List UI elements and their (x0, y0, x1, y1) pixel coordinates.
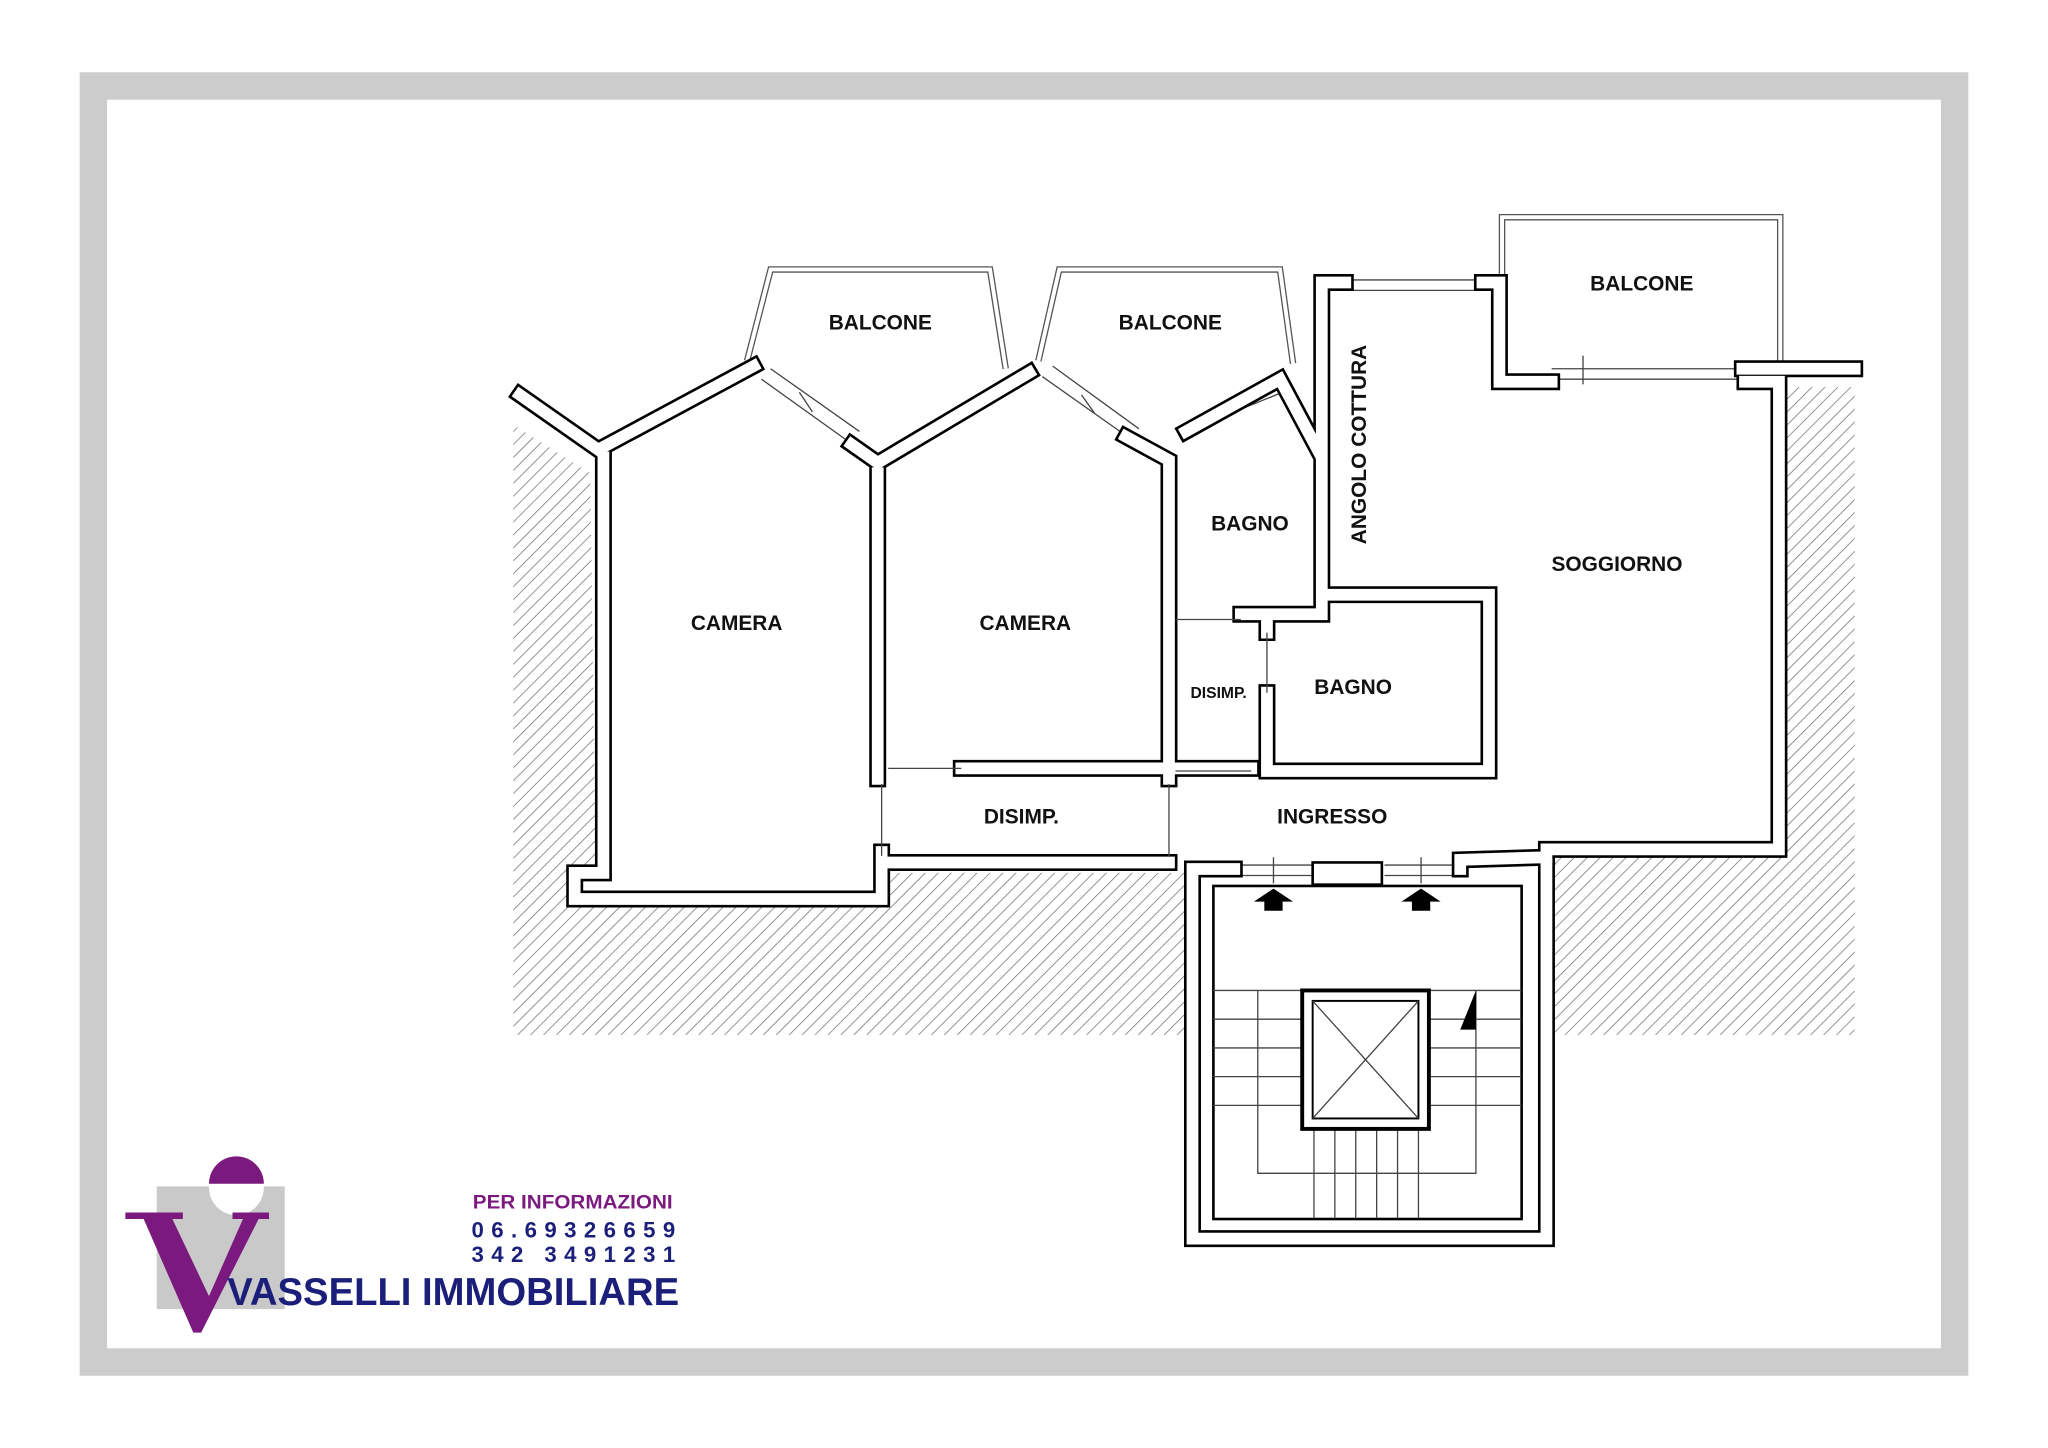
room-label-camera-2: CAMERA (979, 612, 1071, 635)
room-label-bagno-1: BAGNO (1211, 513, 1289, 536)
room-label-soggiorno: SOGGIORNO (1551, 553, 1682, 576)
hatched-exterior (513, 387, 1855, 1035)
walls (508, 274, 1864, 1248)
phone-landline: 06.69326659 (472, 1217, 676, 1242)
room-label-camera-1: CAMERA (691, 612, 783, 635)
windows (761, 279, 1740, 886)
room-label-ingresso: INGRESSO (1277, 805, 1387, 828)
room-label-balcone-1: BALCONE (829, 312, 932, 335)
phone-mobile: 342 3491231 (472, 1242, 676, 1267)
room-label-angolo-cottura: ANGOLO COTTURA (1348, 345, 1371, 544)
agency-name: VASSELLI IMMOBILIARE (227, 1271, 679, 1314)
balconies (743, 213, 1784, 370)
entrance-arrow-icon (1401, 888, 1441, 911)
room-label-bagno-2: BAGNO (1314, 676, 1392, 699)
room-label-disimp-1: DISIMP. (1190, 685, 1246, 702)
sheet (107, 99, 1941, 1349)
entrance-arrow-icon (1253, 888, 1294, 911)
room-label-balcone-3: BALCONE (1590, 272, 1693, 295)
room-label-balcone-2: BALCONE (1119, 312, 1222, 335)
info-label: PER INFORMAZIONI (473, 1192, 673, 1214)
room-label-disimp-2: DISIMP. (984, 805, 1059, 828)
room-labels: BALCONE BALCONE BALCONE CAMERA CAMERA BA… (691, 272, 1694, 828)
